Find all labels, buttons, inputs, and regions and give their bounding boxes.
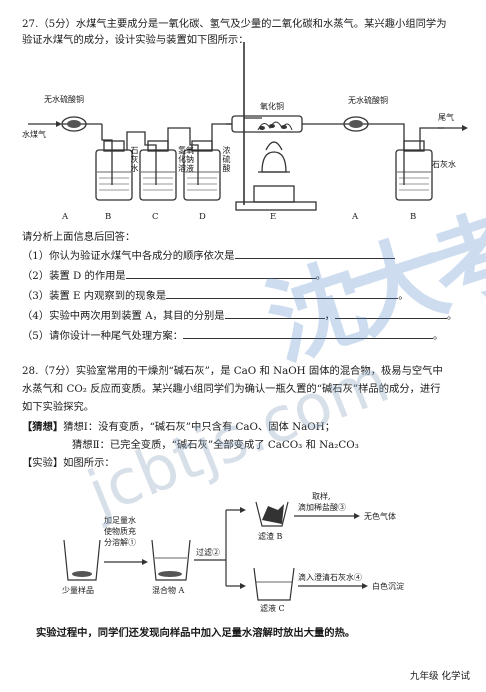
alcohol-lamp [261, 151, 287, 173]
q27-item-1: （1）你认为验证水煤气中各成分的顺序依次是 [22, 248, 395, 263]
label-anhydrous-cuso4-right: 无水硫酸铜 [348, 96, 388, 105]
answer-blank-3[interactable] [166, 288, 399, 299]
letter-a-left: A [62, 212, 69, 222]
q27-line1: 27.（5分）水煤气主要成分是一氧化碳、氢气及少量的二氧化碳和水蒸气。某兴趣小组… [22, 18, 447, 30]
label-limewater-right: 石灰水 [432, 160, 456, 169]
q27-item-5-text: （5）请你设计一种尾气处理方案： [22, 330, 184, 342]
flow-filter: 过滤② [196, 548, 220, 557]
q27-item-4-end: 。 [446, 310, 458, 322]
answer-blank-2[interactable] [125, 268, 316, 279]
q27-item-3-end: 。 [398, 290, 409, 302]
q27-line2: 验证水煤气的成分，设计实验与装置如下图所示： [22, 34, 249, 46]
flow-add-water-1: 加足量水 [104, 516, 136, 525]
guess-label: 【猜想】 [22, 421, 64, 433]
q27-item-2-text: （2）装置 D 的作用是 [22, 270, 126, 282]
flow-take-1: 取样, [312, 492, 331, 501]
q27-item-4-text: （4）实验中两次用到装置 A，其目的分别是 [22, 310, 225, 322]
q27-item-5: （5）请你设计一种尾气处理方案： 。 [22, 328, 443, 343]
q28-line3: 如下实验探究。 [22, 401, 95, 413]
residue-b-cup [255, 501, 289, 527]
q27-item-3-text: （3）装置 E 内观察到的现象是 [22, 290, 167, 302]
mixture-beaker [151, 539, 191, 581]
label-copper-oxide: 氧化铜 [260, 102, 284, 111]
q28-note: 实验过程中，同学们还发现向样品中加入足量水溶解时放出大量的热。 [36, 627, 356, 639]
flow-mixture: 混合物 A [152, 586, 185, 595]
letter-b: B [105, 212, 112, 222]
letter-e: E [270, 212, 277, 222]
q28-guess-1: 【猜想】猜想Ⅰ：没有变质，“碱石灰”中只含有 CaO、固体 NaOH； [22, 420, 335, 434]
q27-item-3: （3）装置 E 内观察到的现象是 。 [22, 288, 408, 303]
flow-sample: 少量样品 [62, 586, 94, 595]
label-tail-gas: 尾气 [438, 113, 454, 122]
q27-item-4-sep: ， [324, 310, 335, 322]
sample-beaker [63, 539, 101, 581]
label-anhydrous-cuso4-left: 无水硫酸铜 [44, 95, 84, 104]
q28-line1: 28.（7分）实验室常用的干燥剂“碱石灰”，是 CaO 和 NaOH 固体的混合… [22, 365, 443, 377]
flow-take-2: 滴加稀盐酸③ [298, 503, 346, 512]
q27-item-2-end: 。 [315, 270, 327, 282]
drying-tube-a-right [343, 116, 369, 132]
flow-precip: 白色沉淀 [372, 582, 404, 591]
flame [265, 141, 283, 151]
label-naoh-c: 氢氧化钠溶液 [178, 146, 194, 173]
q27-item-1-text: （1）你认为验证水煤气中各成分的顺序依次是 [22, 250, 235, 262]
flow-add-water-3: 分溶解① [104, 538, 136, 547]
flow-filtrate: 滤液 C [260, 604, 285, 613]
bottle-c [139, 149, 177, 201]
q28-guess-2: 猜想Ⅱ：已完全变质，“碱石灰”全部变成了 CaCO₃ 和 Na₂CO₃ [72, 439, 359, 451]
label-limewater-b: 石灰水 [130, 146, 139, 173]
q28-experiment-label: 【实验】如图所示： [22, 457, 115, 469]
bottle-b [95, 149, 133, 201]
flow-gas: 无色气体 [364, 512, 396, 521]
guess-1-text: 猜想Ⅰ：没有变质，“碱石灰”中只含有 CaO、固体 NaOH； [63, 421, 335, 433]
bottle-d [183, 149, 221, 201]
answer-blank-4a[interactable] [224, 308, 325, 319]
label-acid-d: 浓硫酸 [222, 146, 231, 173]
flow-residue: 滤渣 B [258, 532, 283, 541]
stand-base [235, 201, 317, 211]
answer-blank-5[interactable] [183, 328, 434, 339]
page-footer: 九年级 化学试 [410, 671, 471, 682]
q28-line2: 水蒸气和 CO₂ 反应而变质。某兴趣小组同学们为确认一瓶久置的“碱石灰”样品的成… [22, 383, 441, 395]
q27-item-4: （4）实验中两次用到装置 A，其目的分别是 ， 。 [22, 308, 457, 323]
drying-tube-a-left [61, 116, 87, 132]
letter-c: C [152, 212, 159, 222]
bottle-b-right [395, 149, 433, 201]
letter-a-right: A [352, 212, 359, 222]
letter-b-right: B [410, 212, 417, 222]
label-water-gas: 水煤气 [22, 130, 46, 139]
filtrate-c-beaker [253, 567, 295, 601]
letter-d: D [199, 212, 206, 222]
q27-prompt: 请分析上面信息后回答： [22, 231, 136, 243]
answer-blank-4b[interactable] [334, 308, 447, 319]
q27-item-2: （2）装置 D 的作用是 。 [22, 268, 326, 283]
flow-add-water-2: 使物质充 [104, 527, 136, 536]
answer-blank-1[interactable] [234, 248, 395, 259]
q27-item-5-end: 。 [433, 330, 444, 342]
flow-add-lime: 滴入澄清石灰水④ [298, 573, 362, 582]
